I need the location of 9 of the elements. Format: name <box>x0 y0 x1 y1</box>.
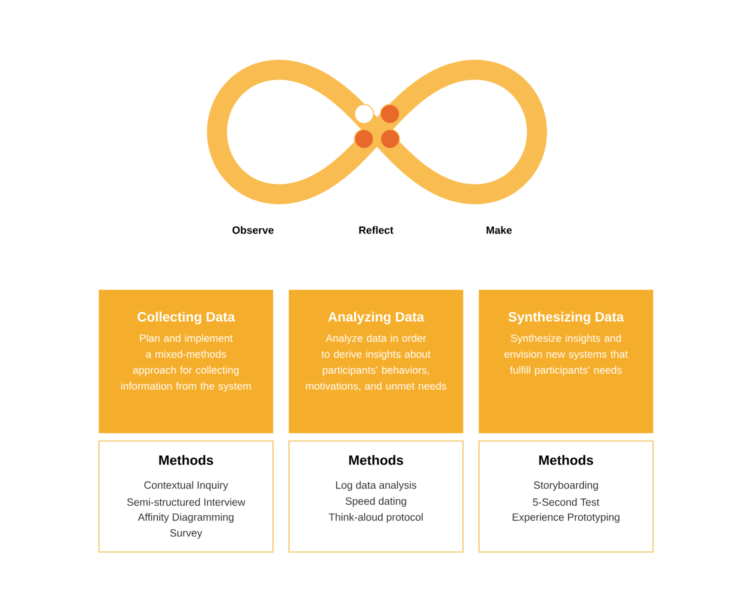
methods-box: Methods Contextual Inquiry Semi-structured Interview Affinity Diagramming Survey <box>98 440 274 552</box>
methods-box: Methods Storyboarding 5-Second Test Experience Prototyping <box>478 440 654 552</box>
stage-label: Make <box>486 226 512 234</box>
methods-box: Methods Log data analysis Speed dating Think-aloud protocol <box>288 440 464 552</box>
stage-box: Analyzing Data Analyze data in order to derive insights about participants’ behaviors, motivations, and unmet needs <box>288 290 464 434</box>
stage-box: Synthesizing Data Synthesize insights and envision new systems that fulfill participants’ needs <box>478 290 654 434</box>
stage-label: Reflect <box>359 226 394 234</box>
stage-label: Observe <box>232 226 274 234</box>
stage-box: Collecting Data Plan and implement a mixed-methods approach for collecting information from the system <box>98 290 274 434</box>
